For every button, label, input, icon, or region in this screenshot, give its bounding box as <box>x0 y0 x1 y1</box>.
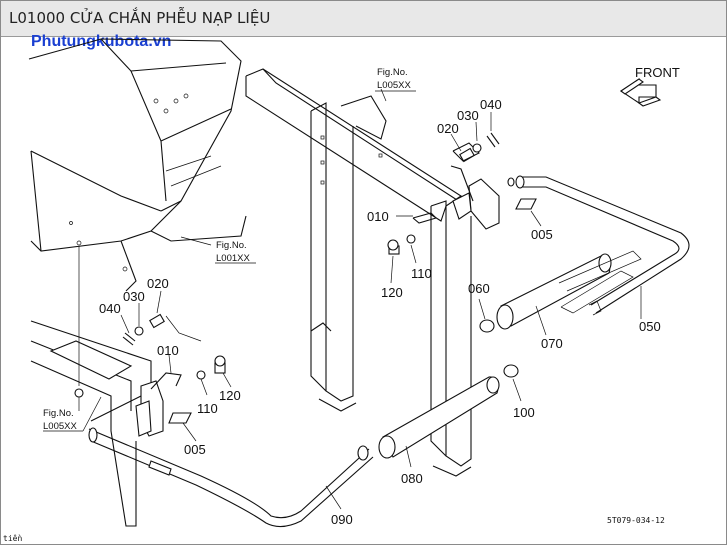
fig-ref-mid-line2: L001XX <box>216 253 250 264</box>
right-bracket <box>387 132 537 255</box>
figure-code: 5T079-034-12 <box>607 516 665 525</box>
callout-010-right: 010 <box>367 209 389 224</box>
callout-010-left: 010 <box>157 343 179 358</box>
callout-120-left: 120 <box>219 388 241 403</box>
callout-100: 100 <box>513 405 535 420</box>
front-arrow-icon: FRONT <box>620 65 680 107</box>
parts-diagram: FRONT <box>3 38 690 543</box>
roller-070 <box>496 250 642 330</box>
watermark-text: Phutungkubota.vn <box>31 33 172 50</box>
frame-rail <box>245 68 472 477</box>
callout-080: 080 <box>401 471 423 486</box>
cap-060 <box>479 319 495 333</box>
rod-050 <box>507 175 690 316</box>
callout-040-left: 040 <box>99 301 121 316</box>
callout-120-right: 120 <box>381 285 403 300</box>
fig-ref-mid-line1: Fig.No. <box>216 240 247 251</box>
callout-110-right: 110 <box>411 266 432 281</box>
callout-090: 090 <box>331 512 353 527</box>
callout-070: 070 <box>541 336 563 351</box>
callout-060: 060 <box>468 281 490 296</box>
callout-020-left: 020 <box>147 276 169 291</box>
callout-020-right: 020 <box>437 121 459 136</box>
rod-090 <box>88 427 374 528</box>
callout-005-right: 005 <box>531 227 553 242</box>
fig-ref-left-line2: L005XX <box>43 421 77 432</box>
fig-ref-top-line1: Fig.No. <box>377 67 408 78</box>
front-label: FRONT <box>635 65 680 80</box>
fig-ref-top-line2: L005XX <box>377 80 411 91</box>
title-bar: L01000 CỬA CHẮN PHỄU NẠP LIỆU <box>1 1 726 37</box>
callout-050: 050 <box>639 319 661 334</box>
callout-040-right: 040 <box>480 97 502 112</box>
roller-080 <box>378 376 500 459</box>
page-title: L01000 CỬA CHẮN PHỄU NẠP LIỆU <box>9 9 271 27</box>
leader-lines <box>43 88 642 510</box>
cap-100 <box>503 364 519 378</box>
callout-030-right: 030 <box>457 108 479 123</box>
fig-ref-left-line1: Fig.No. <box>43 408 74 419</box>
callout-005-left: 005 <box>184 442 206 457</box>
callout-030-left: 030 <box>123 289 145 304</box>
callout-110-left: 110 <box>197 401 218 416</box>
left-bracket <box>30 246 226 527</box>
corner-mark: tiền <box>3 533 22 543</box>
hopper-body <box>28 38 247 292</box>
